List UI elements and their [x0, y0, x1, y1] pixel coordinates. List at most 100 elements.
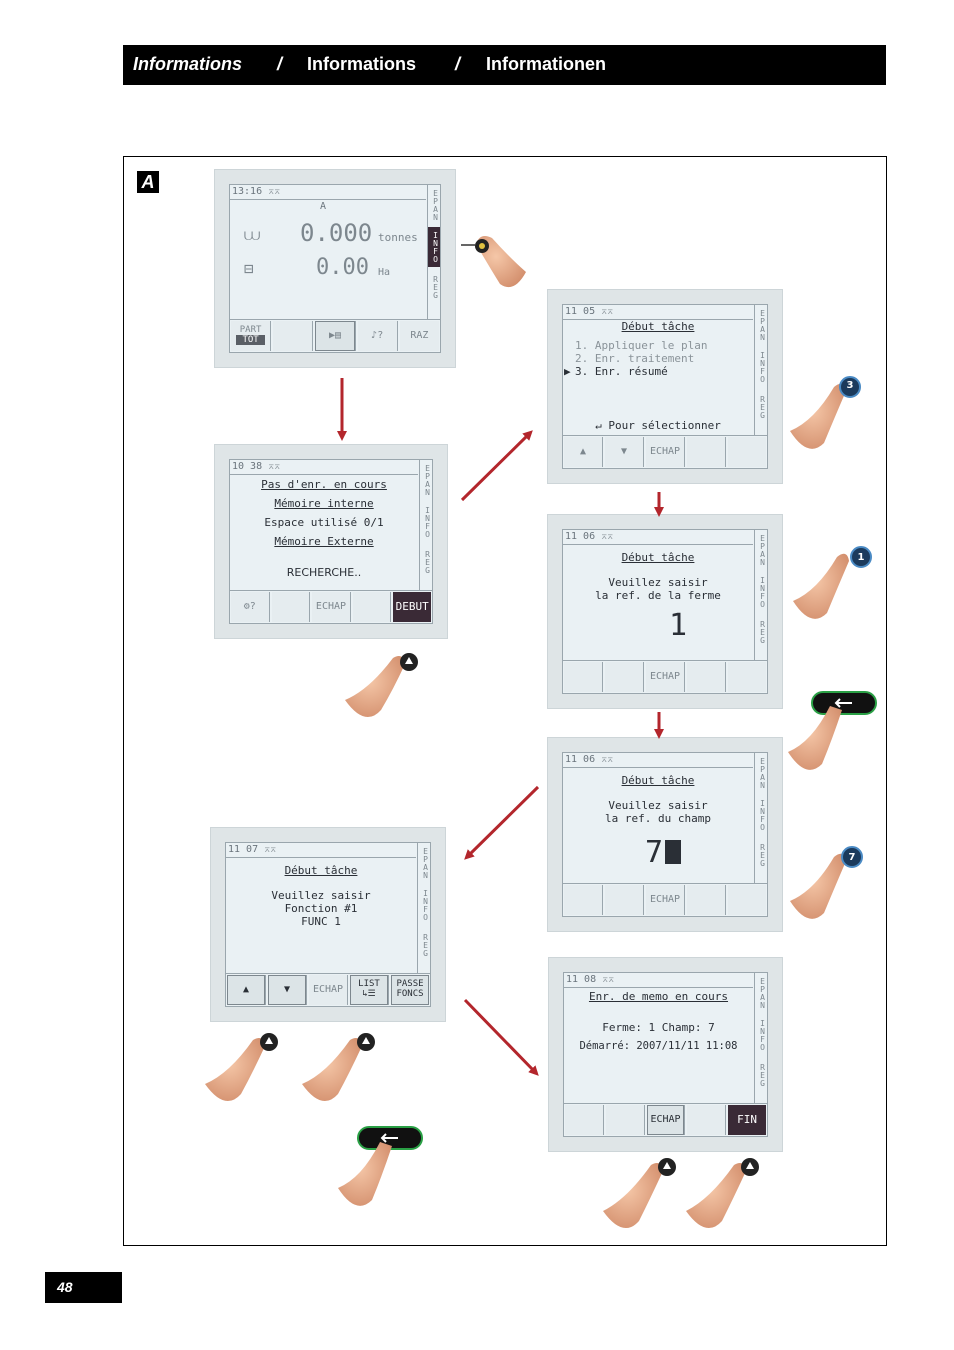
softkey-blank[interactable]: [728, 662, 766, 692]
screen-task-menu: 11 05 ⌅⌅ EPAN INFO REG Début tâche 1. Ap…: [548, 290, 782, 483]
prompt-line: Veuillez saisir: [608, 576, 708, 589]
status-bar: 11 07 ⌅⌅: [226, 843, 416, 858]
softkey-blank[interactable]: [273, 321, 314, 351]
down-arrow-icon: ▼: [283, 984, 291, 995]
screen-content: Début tâche Veuillez saisir la ref. du c…: [563, 768, 753, 882]
prompt-line: la ref. de la ferme: [595, 589, 721, 602]
echap-key[interactable]: ECHAP: [646, 437, 685, 467]
fin-key[interactable]: FIN: [728, 1105, 766, 1135]
softkey-blank[interactable]: [605, 1105, 645, 1135]
tab-epan: EPAN: [431, 189, 440, 221]
help-key[interactable]: ⚙?: [231, 592, 270, 622]
clock: 13:16: [232, 186, 263, 197]
softkey-blank[interactable]: [271, 592, 311, 622]
softkey-blank[interactable]: [728, 437, 766, 467]
up-key[interactable]: ▲: [227, 975, 266, 1005]
down-key[interactable]: ▼: [605, 437, 644, 467]
status-bar: 11 06 ⌅⌅: [563, 530, 753, 545]
tab-reg: REG: [758, 1063, 767, 1087]
tab-epan: EPAN: [421, 847, 430, 879]
softkey-blank[interactable]: [564, 885, 603, 915]
tab-epan: EPAN: [758, 757, 767, 789]
menu-item[interactable]: 1. Appliquer le plan: [575, 339, 708, 352]
clock: 11 08: [566, 974, 597, 985]
lcd-display: 11 08 ⌅⌅ EPAN INFO REG Enr. de memo en c…: [563, 972, 768, 1137]
header-separator: /: [277, 54, 283, 74]
tab-info: INFO: [758, 799, 767, 831]
softkey-blank[interactable]: [687, 1105, 727, 1135]
status-line: Pas d'enr. en cours: [261, 478, 387, 491]
softkey-blank[interactable]: [687, 437, 726, 467]
info-page-key[interactable]: ▶▤: [315, 321, 356, 351]
tab-reg: REG: [431, 275, 440, 299]
side-tabs: EPAN INFO REG: [427, 185, 440, 320]
debut-key[interactable]: DEBUT: [393, 592, 431, 622]
softkey-blank[interactable]: [728, 885, 766, 915]
down-key[interactable]: ▼: [268, 975, 307, 1005]
list-key[interactable]: LIST↳☰: [350, 975, 389, 1005]
menu-item[interactable]: 2. Enr. traitement: [575, 352, 695, 365]
echap-key[interactable]: ECHAP: [312, 592, 351, 622]
signal-icon: ⌅⌅: [601, 306, 614, 317]
side-tabs: EPAN INFO REG: [419, 460, 432, 591]
lcd-display: 11 06 ⌅⌅ EPAN INFO REG Début tâche Veuil…: [562, 752, 768, 917]
header-separator: /: [455, 54, 461, 74]
echap-key[interactable]: ECHAP: [309, 975, 348, 1005]
field-ref-value[interactable]: 7: [563, 835, 753, 871]
lcd-display: 13:16 ⌅⌅ EPAN INFO REG A ⩊ 0.000 tonnes …: [229, 184, 441, 353]
softkey-bar: ECHAP: [563, 883, 767, 916]
tab-reg: REG: [423, 550, 432, 574]
clock: 11 06: [565, 754, 596, 765]
status-bar: 11 05 ⌅⌅: [563, 305, 753, 320]
internal-memory-label: Mémoire interne: [274, 497, 374, 510]
down-arrow-icon: ▼: [620, 446, 628, 457]
clock: 10 38: [232, 461, 263, 472]
screen-record-status: 10 38 ⌅⌅ EPAN INFO REG Pas d'enr. en cou…: [215, 445, 447, 638]
raz-key[interactable]: RAZ: [399, 321, 440, 351]
softkey-blank[interactable]: [687, 885, 726, 915]
external-memory-label: Mémoire Externe: [274, 535, 374, 548]
tab-reg: REG: [421, 933, 430, 957]
softkey-blank[interactable]: [565, 1105, 604, 1135]
start-time: Démarré: 2007/11/11 11:08: [579, 1040, 738, 1052]
echap-key[interactable]: ECHAP: [646, 1105, 686, 1135]
input-cursor: [665, 840, 682, 864]
softkey-blank[interactable]: [605, 662, 644, 692]
header-title-fr: Informations: [133, 54, 243, 74]
echap-key[interactable]: ECHAP: [646, 885, 685, 915]
echap-key[interactable]: ECHAP: [646, 662, 685, 692]
search-status: RECHERCHE..: [286, 566, 362, 579]
task-title: Début tâche: [284, 864, 358, 877]
softkey-bar: ▲ ▼ ECHAP: [563, 435, 767, 468]
tab-reg: REG: [758, 395, 767, 419]
page-number: 48: [45, 1272, 122, 1303]
space-used: Espace utilisé 0/1: [264, 516, 384, 529]
softkey-blank[interactable]: [352, 592, 392, 622]
list-icon: ↳☰: [362, 989, 376, 999]
screen-content: Enr. de memo en cours Ferme: 1 Champ: 7 …: [564, 988, 753, 1102]
task-title: Début tâche: [621, 320, 695, 333]
tonnes-unit: tonnes: [378, 231, 418, 244]
side-tabs: EPAN INFO REG: [754, 753, 767, 884]
lcd-display: 10 38 ⌅⌅ EPAN INFO REG Pas d'enr. en cou…: [229, 459, 433, 624]
lcd-display: 11 06 ⌅⌅ EPAN INFO REG Début tâche Veuil…: [562, 529, 768, 694]
tab-info: INFO: [758, 351, 767, 383]
tonnes-value: 0.000: [300, 219, 373, 247]
up-arrow-icon: ▲: [579, 446, 587, 457]
screen-content: Début tâche Veuillez saisir Fonction #1 …: [226, 858, 416, 972]
softkey-blank[interactable]: [605, 885, 644, 915]
help-key[interactable]: ♪?: [357, 321, 398, 351]
farm-ref-value[interactable]: 1: [668, 608, 688, 643]
screen-farm-ref: 11 06 ⌅⌅ EPAN INFO REG Début tâche Veuil…: [548, 515, 782, 708]
tools-icon: ⚙: [243, 601, 250, 612]
up-key[interactable]: ▲: [564, 437, 603, 467]
farm-field-line: Ferme: 1 Champ: 7: [602, 1021, 715, 1034]
page-header: Informations / Informations / Informatio…: [123, 45, 886, 85]
menu-item-selected[interactable]: ▶3. Enr. résumé: [564, 365, 668, 378]
tab-info: INFO: [428, 227, 440, 267]
softkey-blank[interactable]: [564, 662, 603, 692]
softkey-blank[interactable]: [687, 662, 726, 692]
prompt-line: Veuillez saisir: [608, 799, 708, 812]
